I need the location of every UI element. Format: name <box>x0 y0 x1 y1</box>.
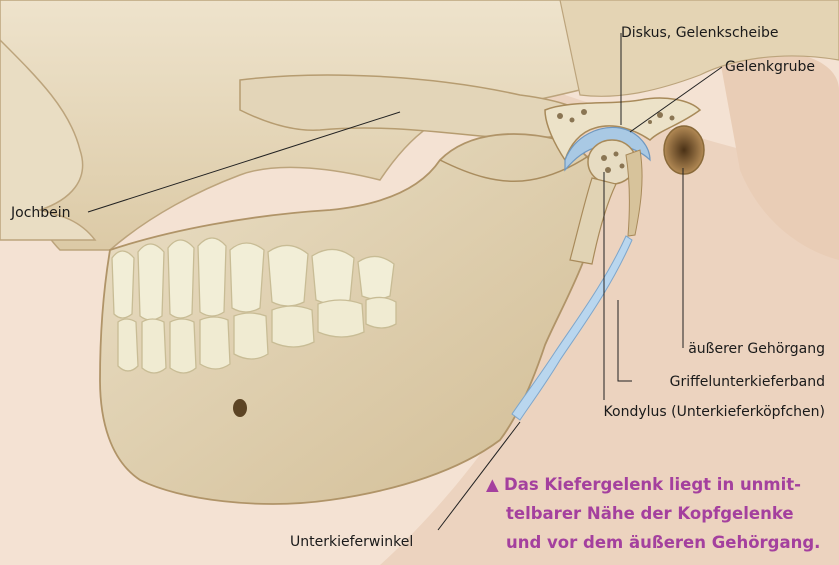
caption-text-1: Das Kiefergelenk liegt in unmit- <box>504 475 801 494</box>
caption-line-1: ▲Das Kiefergelenk liegt in unmit- <box>486 470 820 499</box>
label-gelenkgrube: Gelenkgrube <box>725 59 815 75</box>
mental-foramen <box>233 399 247 417</box>
external-ear-canal <box>664 126 704 174</box>
label-jochbein: Jochbein <box>11 205 71 221</box>
triangle-marker-icon: ▲ <box>486 470 504 499</box>
label-diskus: Diskus, Gelenkscheibe <box>621 25 779 41</box>
label-unterkieferwinkel: Unterkieferwinkel <box>290 534 413 550</box>
label-griffelunterkieferband: Griffelunterkieferband <box>670 374 825 390</box>
label-gehoergang: äußerer Gehörgang <box>688 341 825 357</box>
figure-caption: ▲Das Kiefergelenk liegt in unmit- telbar… <box>486 470 820 557</box>
caption-line-2: telbarer Nähe der Kopfgelenke <box>486 499 820 528</box>
label-kondylus: Kondylus (Unterkieferköpfchen) <box>604 404 825 420</box>
caption-line-3: und vor dem äußeren Gehörgang. <box>486 528 820 557</box>
